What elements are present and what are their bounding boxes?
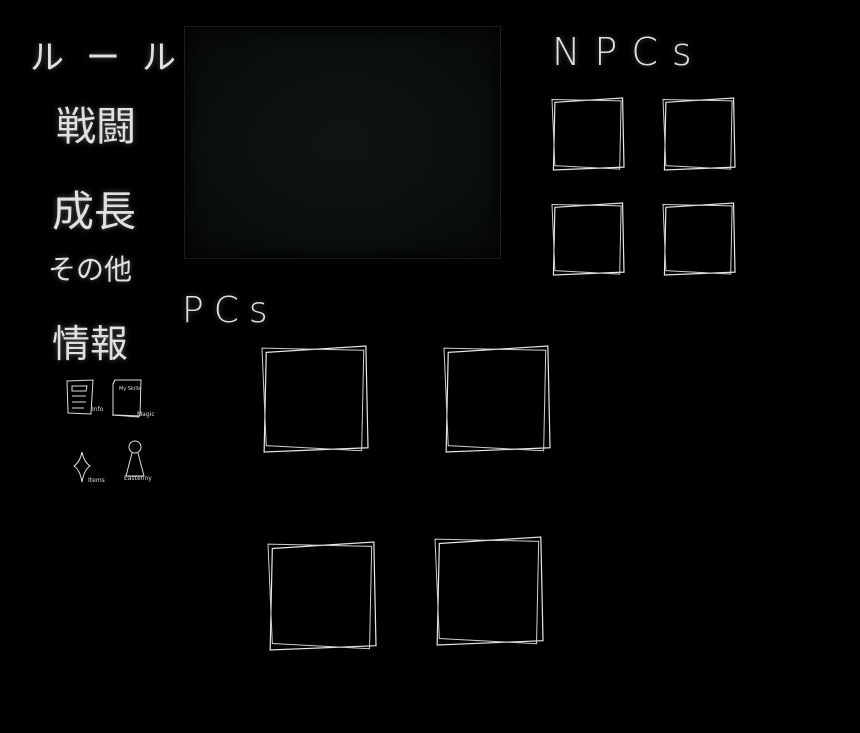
character-button[interactable]: Eastenny [122, 440, 156, 484]
info-button[interactable]: Info [64, 378, 104, 418]
items-label: Items [88, 477, 105, 484]
slot-frame [551, 97, 625, 171]
item-sparkle-icon [73, 451, 91, 483]
magic-button[interactable]: My Skills Magic [109, 378, 155, 420]
pc-slot-3[interactable] [267, 541, 377, 651]
slot-frame [662, 202, 736, 276]
menu-other[interactable]: その他 [48, 253, 133, 286]
slot-frame [434, 536, 544, 646]
menu-info[interactable]: 情報 [52, 322, 129, 366]
skill-book-icon [111, 379, 142, 418]
slot-frame [261, 345, 369, 453]
magic-label: Magic [137, 411, 155, 418]
npcs-title: NPCs [552, 30, 706, 74]
character-label: Eastenny [124, 475, 152, 482]
pc-slot-2[interactable] [443, 345, 551, 453]
menu-growth[interactable]: 成長 [52, 187, 137, 236]
info-label: Info [92, 406, 104, 413]
npc-slot-4[interactable] [662, 202, 736, 276]
items-button[interactable]: Items [72, 450, 105, 485]
character-figure-icon [125, 440, 145, 477]
pc-slot-1[interactable] [261, 345, 369, 453]
menu-rules[interactable]: ルール [30, 38, 198, 78]
slot-frame [443, 345, 551, 453]
slot-frame [551, 202, 625, 276]
menu-battle[interactable]: 戦闘 [56, 104, 136, 150]
book-cover-text: My Skills [119, 386, 141, 392]
slot-frame [267, 541, 377, 651]
npc-slot-3[interactable] [551, 202, 625, 276]
npc-slot-2[interactable] [662, 97, 736, 171]
slot-frame [662, 97, 736, 171]
pcs-title: PCs [182, 290, 278, 331]
main-board-panel[interactable] [184, 26, 501, 259]
pc-slot-4[interactable] [434, 536, 544, 646]
npc-slot-1[interactable] [551, 97, 625, 171]
info-document-icon [66, 379, 94, 415]
